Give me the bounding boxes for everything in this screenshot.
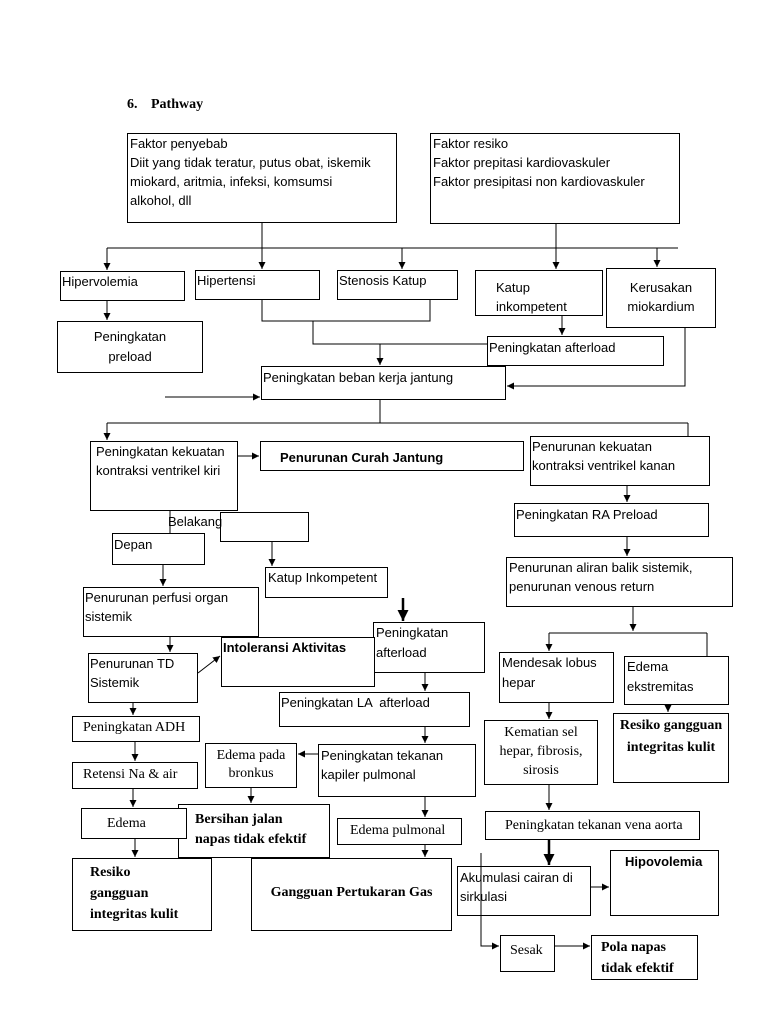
node-sesak: Sesak bbox=[500, 935, 555, 972]
node-kekuatan-ventrikel-kanan: Penurunan kekuatan kontraksi ventrikel k… bbox=[530, 436, 710, 486]
node-mendesak-lobus: Mendesak lobus hepar bbox=[499, 652, 614, 703]
line-join-to-afterload bbox=[312, 321, 487, 345]
node-peningkatan-afterload-top: Peningkatan afterload bbox=[487, 336, 664, 366]
node-stenosis-katup: Stenosis Katup bbox=[337, 270, 458, 300]
node-ra-preload: Peningkatan RA Preload bbox=[514, 503, 709, 537]
node-kematian-sel: Kematian sel hepar, fibrosis, sirosis bbox=[484, 720, 598, 785]
node-beban-kerja-jantung: Peningkatan beban kerja jantung bbox=[261, 366, 506, 400]
node-td-sistemik: Penurunan TD Sistemik bbox=[88, 653, 198, 703]
node-pola-napas: Pola napas tidak efektif bbox=[591, 935, 698, 980]
node-kapiler-pulmonal: Peningkatan tekanan kapiler pulmonal bbox=[318, 744, 476, 797]
node-edema-bronkus: Edema pada bronkus bbox=[205, 743, 297, 788]
node-akumulasi-cairan: Akumulasi cairan di sirkulasi bbox=[457, 866, 591, 916]
node-resiko-kulit-kanan: Resiko gangguan integritas kulit bbox=[613, 713, 729, 783]
node-edema-pulmonal: Edema pulmonal bbox=[337, 818, 462, 845]
node-hipovolemia: Hipovolemia bbox=[610, 850, 719, 916]
line-hipertensi-stenosis-join bbox=[261, 300, 431, 322]
node-intoleransi-aktivitas: Intoleransi Aktivitas bbox=[221, 637, 375, 687]
node-edema-ekstremitas: Edema ekstremitas bbox=[624, 656, 729, 705]
section-number: 6. bbox=[127, 97, 138, 112]
node-katup-inkompetent-mid: Katup Inkompetent bbox=[265, 567, 388, 598]
node-retensi-na: Retensi Na & air bbox=[72, 762, 198, 789]
node-edema: Edema bbox=[81, 808, 187, 839]
node-pertukaran-gas: Gangguan Pertukaran Gas bbox=[251, 858, 452, 931]
arrow-td-to-intoleransi bbox=[197, 655, 221, 674]
node-peningkatan-afterload-mid: Peningkatan afterload bbox=[373, 622, 485, 673]
node-aliran-balik: Penurunan aliran balik sistemik, penurun… bbox=[506, 557, 733, 607]
node-curah-jantung: Penurunan Curah Jantung bbox=[260, 441, 524, 471]
node-adh: Peningkatan ADH bbox=[72, 716, 200, 742]
node-peningkatan-preload: Peningkatan preload bbox=[57, 321, 203, 373]
node-resiko-kulit-kiri: Resiko gangguan integritas kulit bbox=[72, 858, 212, 931]
node-hipervolemia: Hipervolemia bbox=[60, 271, 185, 301]
node-bersihan-jalan-napas: Bersihan jalan napas tidak efektif bbox=[178, 804, 330, 858]
node-kerusakan-miokardium: Kerusakan miokardium bbox=[606, 268, 716, 328]
node-vena-aorta: Peningkatan tekanan vena aorta bbox=[485, 811, 700, 840]
node-depan: Depan bbox=[112, 533, 205, 565]
node-perfusi-organ: Penurunan perfusi organ sistemik bbox=[83, 587, 259, 637]
node-hipertensi: Hipertensi bbox=[195, 270, 320, 300]
node-katup-inkompetent-top: Katup inkompetent bbox=[475, 270, 603, 316]
node-la-afterload: Peningkatan LA afterload bbox=[279, 692, 470, 727]
node-faktor-resiko: Faktor resiko Faktor prepitasi kardiovas… bbox=[430, 133, 680, 224]
section-title: Pathway bbox=[151, 97, 204, 112]
node-kekuatan-ventrikel-kiri: Peningkatan kekuatan kontraksi ventrikel… bbox=[90, 441, 238, 511]
node-empty-box bbox=[220, 512, 309, 542]
label-belakang: Belakang bbox=[168, 514, 223, 529]
node-faktor-penyebab: Faktor penyebab Diit yang tidak teratur,… bbox=[127, 133, 397, 223]
